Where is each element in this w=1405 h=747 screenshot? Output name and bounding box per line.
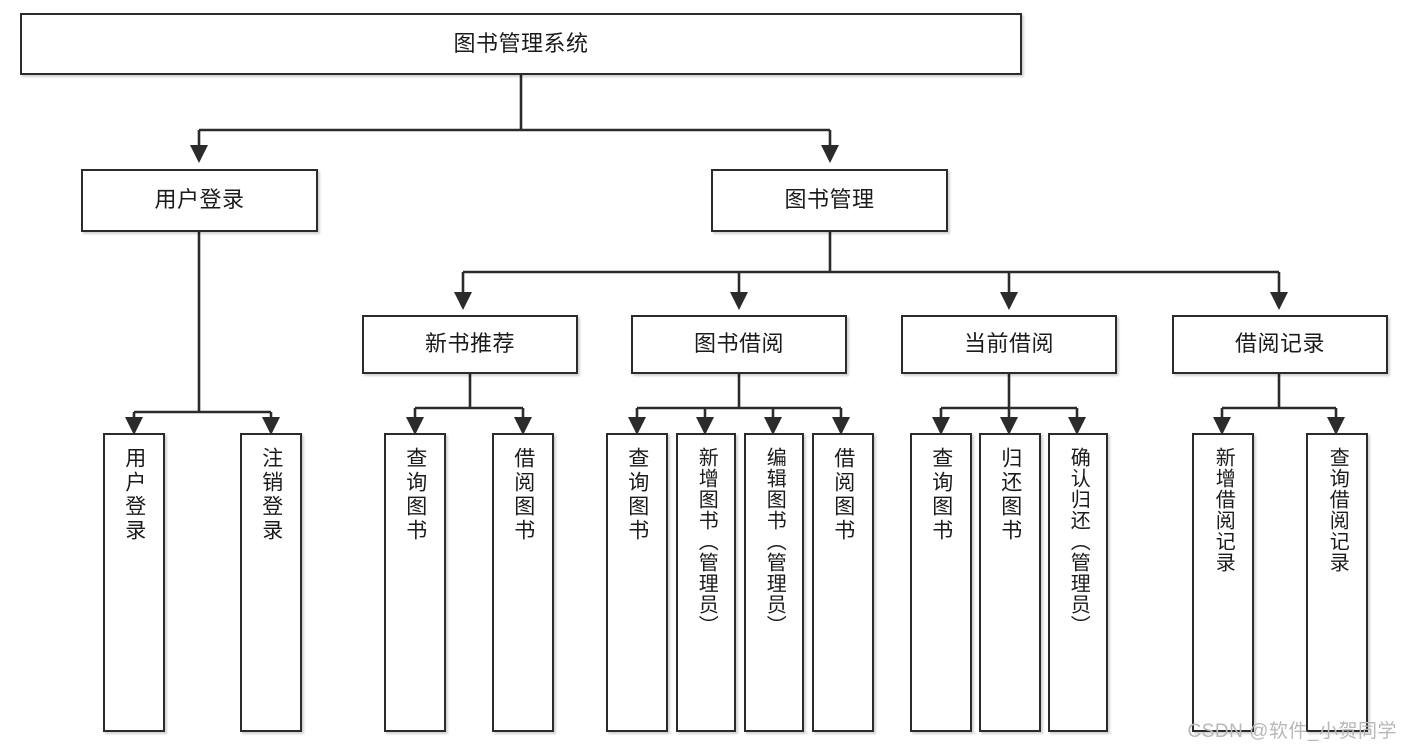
- node-leaf-borrow-book-2-label: 借阅图书: [831, 447, 855, 543]
- node-new-book-recommend-label: 新书推荐: [424, 331, 515, 357]
- node-leaf-edit-book-label: 编辑图书（管理员）: [763, 447, 786, 636]
- node-leaf-confirm-return[interactable]: 确认归还（管理员）: [1048, 433, 1108, 732]
- node-leaf-user-login[interactable]: 用户登录: [103, 433, 165, 732]
- node-leaf-logout-login-label: 注销登录: [259, 447, 283, 543]
- node-current-borrow-label: 当前借阅: [963, 331, 1054, 357]
- node-leaf-user-login-label: 用户登录: [122, 447, 146, 543]
- node-leaf-add-book-label: 新增图书（管理员）: [695, 447, 718, 636]
- node-leaf-add-record[interactable]: 新增借阅记录: [1192, 433, 1254, 732]
- node-leaf-edit-book[interactable]: 编辑图书（管理员）: [744, 433, 804, 732]
- node-leaf-borrow-book-1[interactable]: 借阅图书: [492, 433, 554, 732]
- node-root-label: 图书管理系统: [453, 30, 589, 56]
- node-leaf-query-book-2-label: 查询图书: [625, 447, 649, 543]
- watermark-text: CSDN @软件_小贺同学: [1187, 721, 1397, 742]
- node-leaf-query-record[interactable]: 查询借阅记录: [1306, 433, 1368, 732]
- node-leaf-query-book-1[interactable]: 查询图书: [384, 433, 446, 732]
- node-leaf-return-book-label: 归还图书: [998, 447, 1022, 543]
- node-leaf-add-record-label: 新增借阅记录: [1212, 447, 1235, 573]
- node-leaf-query-book-1-label: 查询图书: [403, 447, 427, 543]
- node-leaf-query-record-label: 查询借阅记录: [1326, 447, 1349, 573]
- node-leaf-add-book[interactable]: 新增图书（管理员）: [676, 433, 736, 732]
- node-borrow-record-label: 借阅记录: [1234, 331, 1325, 357]
- node-user-login[interactable]: 用户登录: [81, 169, 318, 232]
- node-root[interactable]: 图书管理系统: [20, 13, 1022, 75]
- node-book-borrow[interactable]: 图书借阅: [631, 315, 847, 374]
- node-book-management-label: 图书管理: [784, 187, 875, 213]
- node-leaf-confirm-return-label: 确认归还（管理员）: [1067, 447, 1090, 636]
- node-leaf-logout-login[interactable]: 注销登录: [240, 433, 302, 732]
- node-leaf-borrow-book-2[interactable]: 借阅图书: [812, 433, 874, 732]
- node-leaf-query-book-2[interactable]: 查询图书: [606, 433, 668, 732]
- node-leaf-borrow-book-1-label: 借阅图书: [511, 447, 535, 543]
- node-borrow-record[interactable]: 借阅记录: [1172, 315, 1388, 374]
- node-leaf-query-book-3[interactable]: 查询图书: [910, 433, 972, 732]
- node-book-borrow-label: 图书借阅: [693, 331, 784, 357]
- node-leaf-return-book[interactable]: 归还图书: [979, 433, 1041, 732]
- node-book-management[interactable]: 图书管理: [711, 169, 948, 232]
- node-new-book-recommend[interactable]: 新书推荐: [362, 315, 578, 374]
- node-user-login-label: 用户登录: [154, 187, 245, 213]
- node-current-borrow[interactable]: 当前借阅: [901, 315, 1117, 374]
- node-leaf-query-book-3-label: 查询图书: [929, 447, 953, 543]
